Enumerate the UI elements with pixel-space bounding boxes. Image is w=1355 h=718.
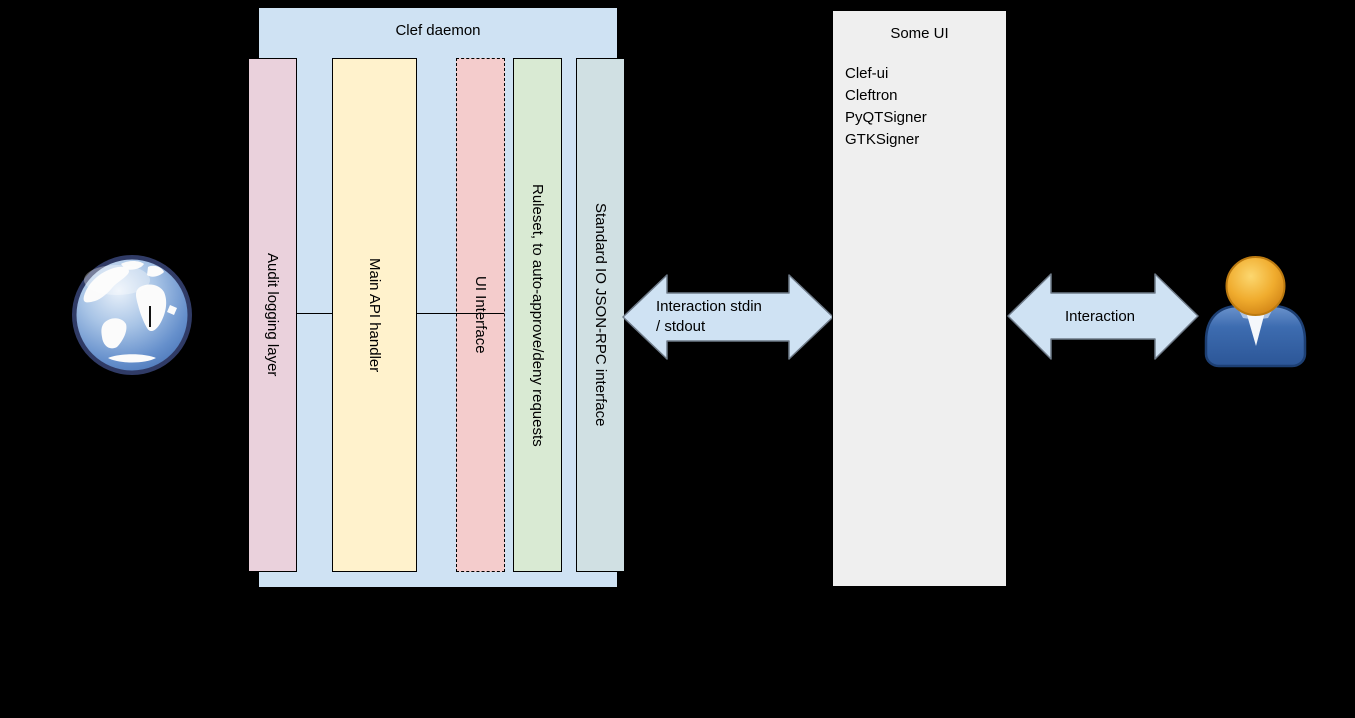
layer-main-api-handler-label: Main API handler bbox=[366, 257, 383, 373]
layer-ruleset-label: Ruleset, to auto-approve/deny requests bbox=[529, 183, 546, 447]
clef-daemon-box: Clef daemon bbox=[258, 7, 618, 588]
stdin-stdout-arrow-label: Interaction stdin / stdout bbox=[656, 297, 762, 337]
connector-api-to-ui bbox=[417, 313, 504, 314]
some-ui-list: Clef-ui Cleftron PyQTSigner GTKSigner bbox=[845, 63, 1006, 151]
some-ui-item-pyqtsigner: PyQTSigner bbox=[845, 109, 927, 126]
some-ui-box: Some UI Clef-ui Cleftron PyQTSigner GTKS… bbox=[832, 10, 1007, 587]
layer-ui-interface-label: UI Interface bbox=[472, 276, 489, 354]
stdin-stdout-arrow-label-line2: / stdout bbox=[656, 318, 706, 335]
clef-daemon-title: Clef daemon bbox=[395, 22, 481, 39]
layer-main-api-handler: Main API handler bbox=[332, 58, 417, 572]
interaction-arrow-icon bbox=[1007, 273, 1199, 360]
person-icon bbox=[1204, 256, 1307, 368]
layer-audit-logging-label: Audit logging layer bbox=[264, 253, 281, 377]
interaction-arrow-label: Interaction bbox=[1064, 308, 1136, 325]
layer-ui-interface: UI Interface bbox=[456, 58, 505, 572]
some-ui-title: Some UI bbox=[890, 25, 949, 42]
layer-stdio-jsonrpc: Standard IO JSON-RPC interface bbox=[576, 58, 625, 572]
layer-ruleset: Ruleset, to auto-approve/deny requests bbox=[513, 58, 562, 572]
globe-icon bbox=[72, 255, 192, 375]
layer-audit-logging: Audit logging layer bbox=[248, 58, 297, 572]
text-cursor-artifact bbox=[149, 306, 151, 327]
stdin-stdout-arrow-label-line1: Interaction stdin bbox=[656, 298, 762, 315]
some-ui-item-cleftron: Cleftron bbox=[845, 87, 898, 104]
connector-audit-to-api bbox=[296, 313, 333, 314]
some-ui-item-clef-ui: Clef-ui bbox=[845, 65, 889, 82]
some-ui-item-gtksigner: GTKSigner bbox=[845, 131, 920, 148]
layer-stdio-jsonrpc-label: Standard IO JSON-RPC interface bbox=[592, 203, 609, 427]
